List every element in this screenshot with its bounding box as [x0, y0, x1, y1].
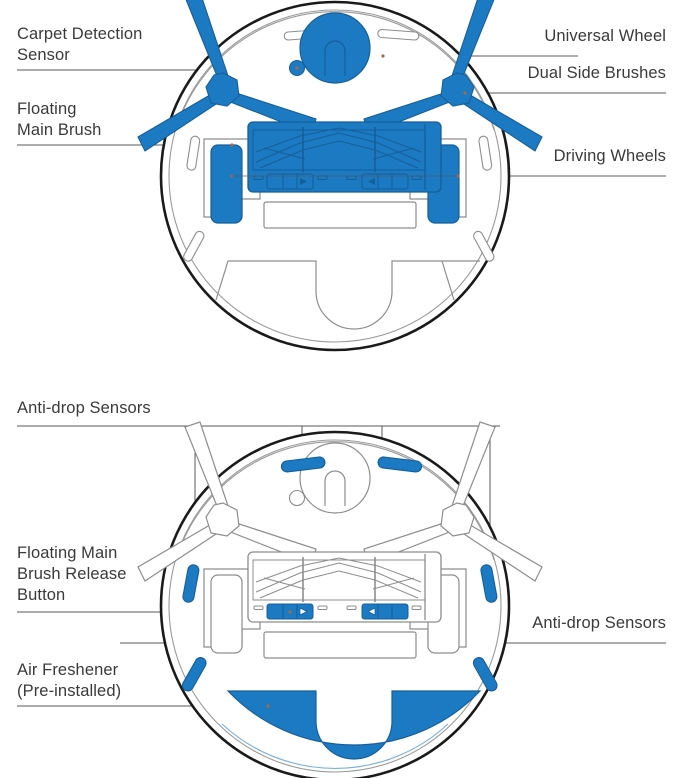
- carpet-detection-sensor-outline: [288, 489, 306, 507]
- driving-wheel-left-outline: [210, 574, 243, 654]
- main-brush-release-button-right[interactable]: [361, 603, 409, 620]
- floating-main-brush: [247, 121, 442, 193]
- label-floating-main-brush: Floating Main Brush: [17, 100, 102, 139]
- air-freshener: [221, 690, 482, 769]
- floating-main-brush-outline: [247, 551, 442, 623]
- label-universal-wheel: Universal Wheel: [544, 27, 666, 45]
- anti-drop-sensor-slots-lower: [183, 230, 495, 262]
- bumper-seam: [175, 11, 495, 131]
- plate-edge-left: [215, 260, 229, 301]
- release-arrow-left-icon: [368, 178, 375, 185]
- dustbin-slot-bottom: [263, 631, 417, 659]
- bottom-leader-dots: [266, 610, 292, 708]
- bottom-plate-outline: [228, 260, 480, 330]
- label-floating-main-brush-release-button: Floating Main Brush Release Button: [17, 544, 127, 604]
- release-arrow-right-icon: [299, 607, 308, 616]
- label-anti-drop-sensors-top: Anti-drop Sensors: [17, 399, 151, 417]
- anti-drop-sensors-top: [280, 456, 423, 473]
- anti-drop-sensors-side: [182, 564, 498, 603]
- anti-drop-sensors-lower: [181, 657, 498, 692]
- anti-drop-sensor-slots-side: [186, 135, 493, 171]
- label-driving-wheels: Driving Wheels: [553, 147, 666, 165]
- dustbin-slot: [263, 201, 417, 229]
- release-arrow-left-icon: [367, 607, 376, 616]
- top-view-diagram: [17, 0, 666, 352]
- universal-wheel: [299, 12, 371, 84]
- bumper-seam-bottom: [175, 441, 495, 561]
- bottom-view-diagram: [17, 421, 666, 778]
- release-arrow-right-icon: [300, 178, 307, 185]
- label-anti-drop-sensors-right: Anti-drop Sensors: [532, 614, 666, 632]
- label-dual-side-brushes: Dual Side Brushes: [527, 64, 666, 82]
- label-air-freshener: Air Freshener (Pre-installed): [17, 661, 122, 700]
- driving-wheel-left: [210, 144, 243, 224]
- plate-edge-right: [441, 260, 455, 301]
- label-carpet-detection-sensor: Carpet Detection Sensor: [17, 25, 143, 64]
- universal-wheel-outline: [299, 442, 371, 514]
